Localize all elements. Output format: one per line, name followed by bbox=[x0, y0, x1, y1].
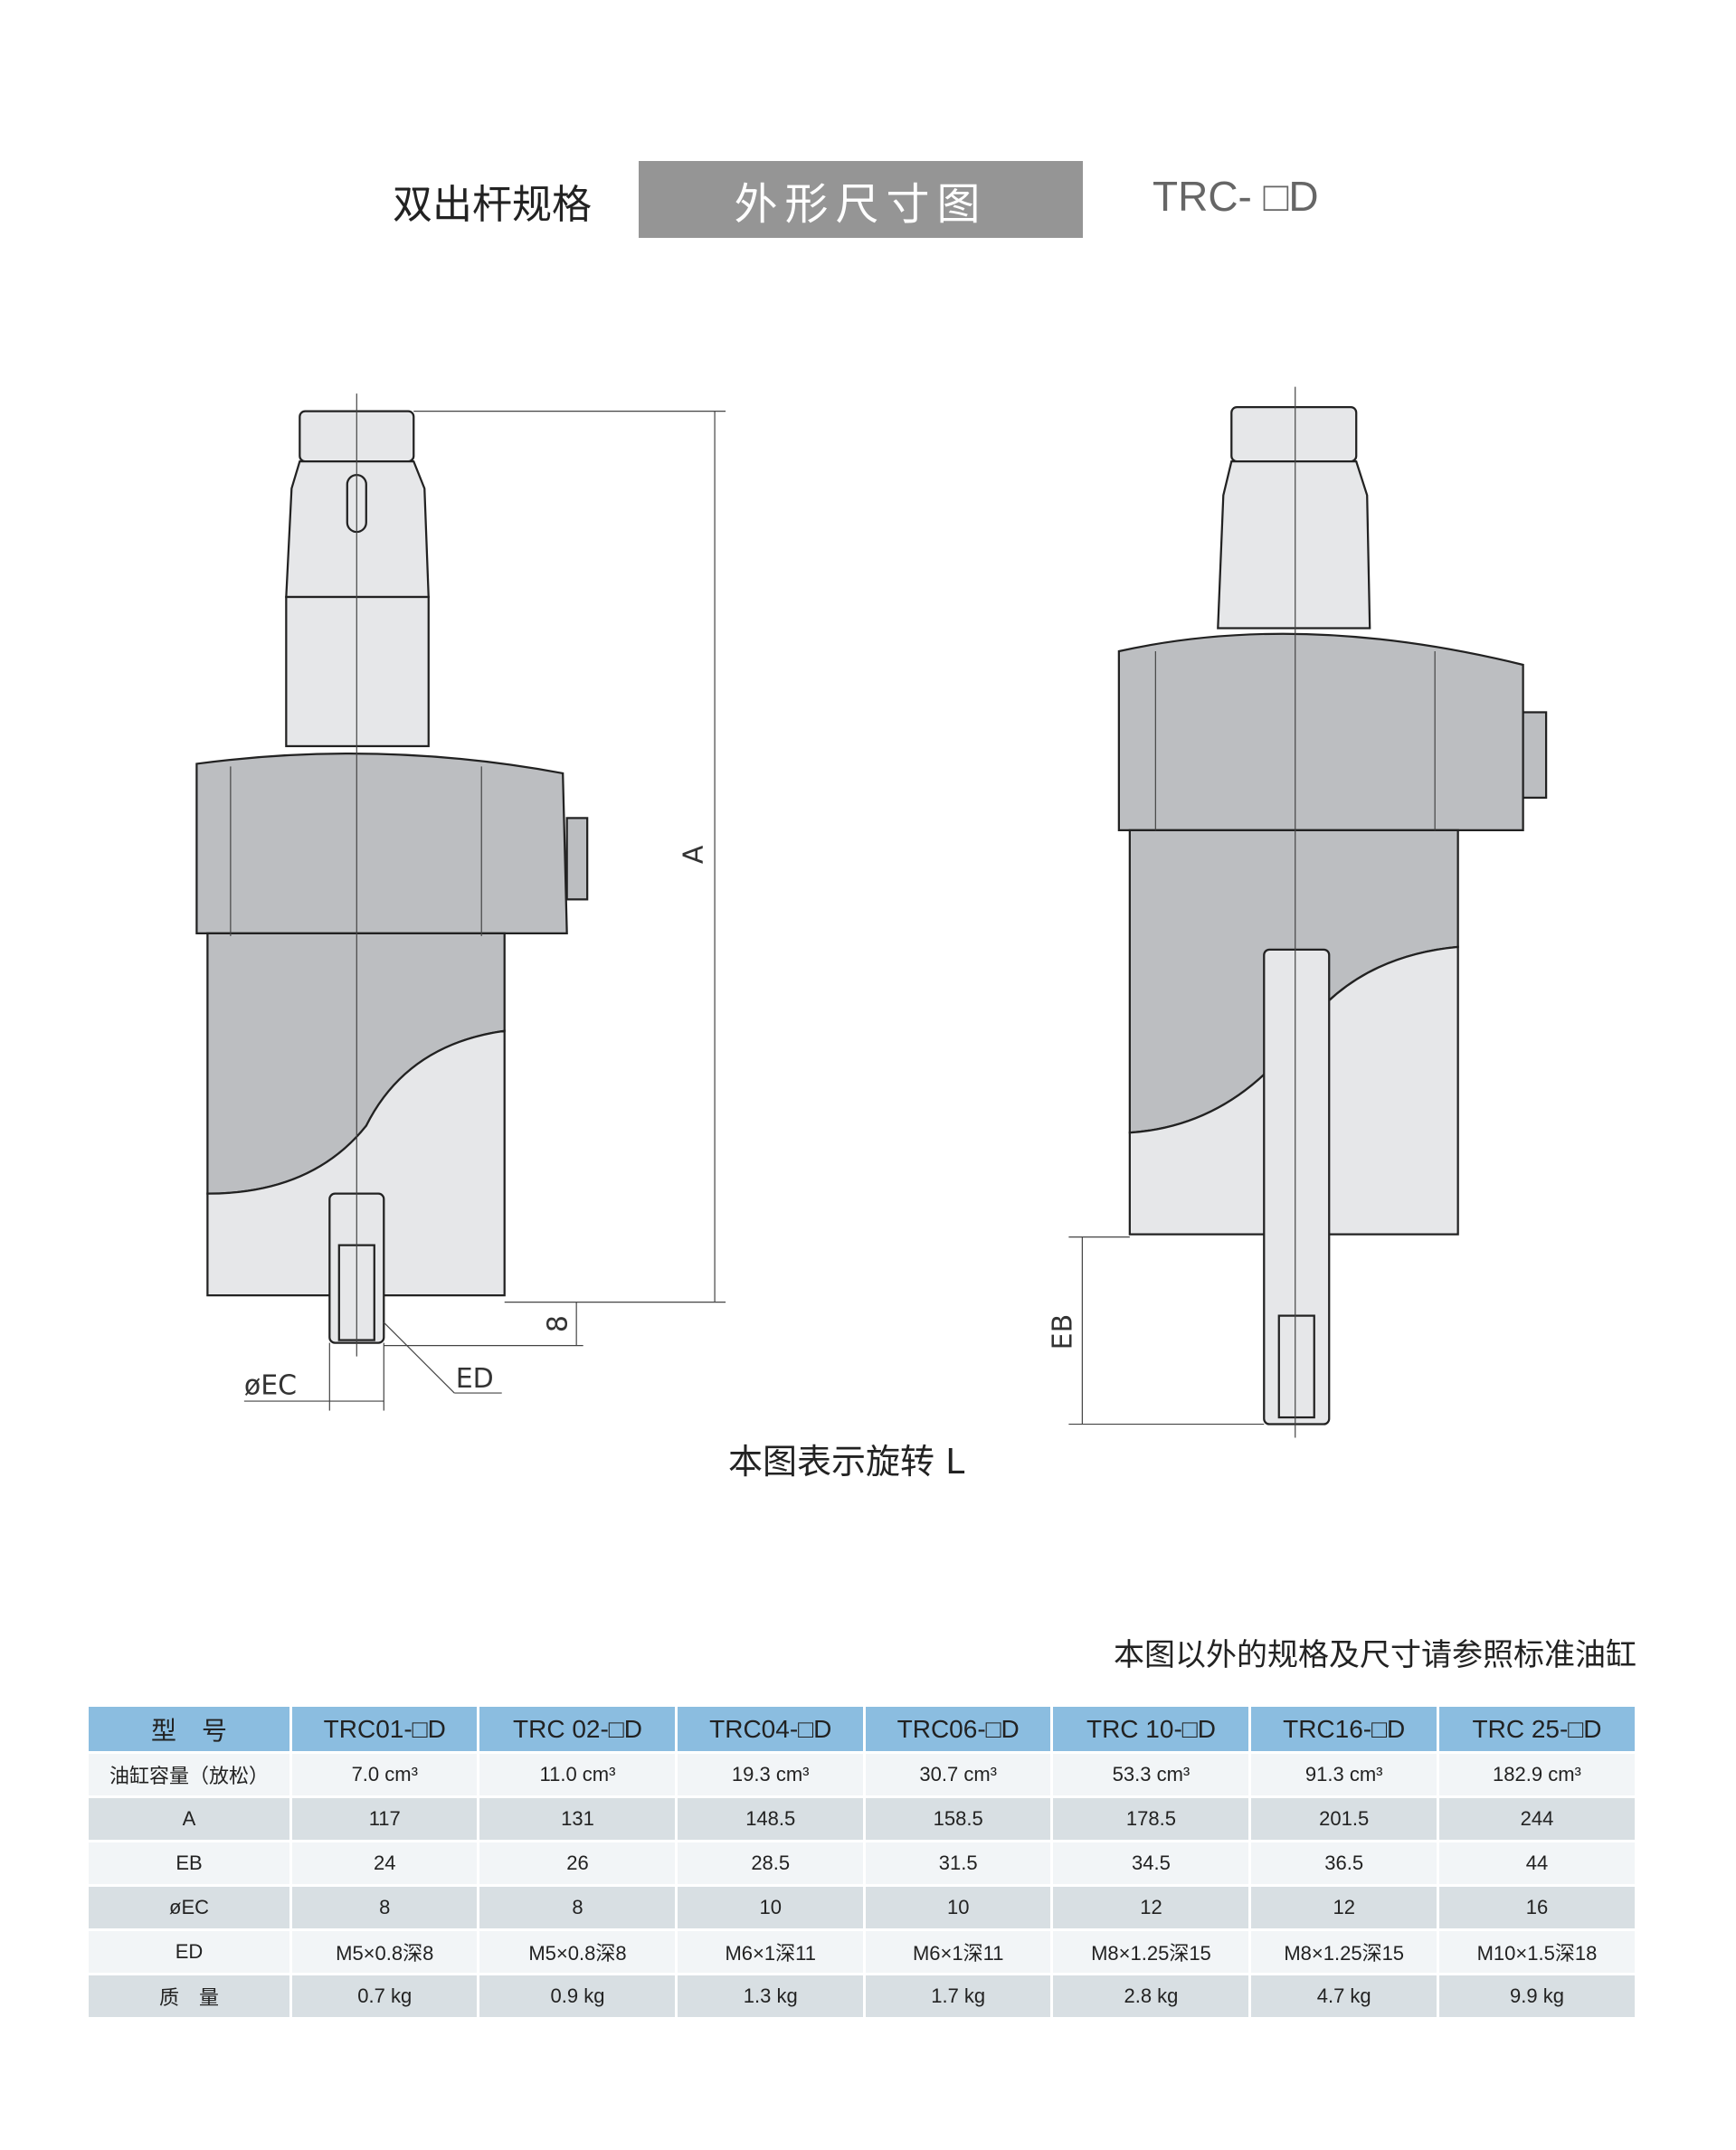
table-cell: 24 bbox=[290, 1841, 480, 1887]
table-cell: 44 bbox=[1437, 1841, 1638, 1887]
table-header-row: 型 号 TRC01-□D TRC 02-□D TRC04-□D TRC06-□D… bbox=[89, 1707, 1638, 1754]
table-cell: 8 bbox=[478, 1885, 678, 1931]
header-cell: TRC01-□D bbox=[290, 1707, 480, 1754]
header-cell: TRC04-□D bbox=[676, 1707, 866, 1754]
reference-note: 本图以外的规格及尺寸请参照标准油缸 bbox=[1114, 1637, 1636, 1673]
table-cell: 12 bbox=[1249, 1885, 1439, 1931]
table-cell: 2.8 kg bbox=[1051, 1974, 1252, 2020]
table-cell: 1.7 kg bbox=[864, 1974, 1054, 2020]
table-cell: 28.5 bbox=[676, 1841, 866, 1887]
table-cell: 26 bbox=[478, 1841, 678, 1887]
header-cell: TRC06-□D bbox=[864, 1707, 1054, 1754]
table-cell: 158.5 bbox=[864, 1796, 1054, 1842]
table-cell: 53.3 cm³ bbox=[1051, 1752, 1252, 1798]
row-label: A bbox=[89, 1796, 292, 1842]
row-label: EB bbox=[89, 1841, 292, 1887]
table-cell: 8 bbox=[290, 1885, 480, 1931]
table-cell: 12 bbox=[1051, 1885, 1252, 1931]
dim-eb-label: EB bbox=[1047, 1314, 1078, 1350]
table-cell: 91.3 cm³ bbox=[1249, 1752, 1439, 1798]
row-label: 油缸容量（放松） bbox=[89, 1752, 292, 1798]
table-cell: 244 bbox=[1437, 1796, 1638, 1842]
table-cell: 131 bbox=[478, 1796, 678, 1842]
drawing-caption: 本图表示旋转 L bbox=[728, 1442, 965, 1482]
table-cell: 10 bbox=[864, 1885, 1054, 1931]
table-cell: 4.7 kg bbox=[1249, 1974, 1439, 2020]
header-cell: TRC 10-□D bbox=[1051, 1707, 1252, 1754]
table-cell: M6×1深11 bbox=[676, 1929, 866, 1975]
dim-a-label: A bbox=[678, 845, 710, 864]
row-label: 质 量 bbox=[89, 1974, 292, 2020]
table-cell: 36.5 bbox=[1249, 1841, 1439, 1887]
table-cell: 7.0 cm³ bbox=[290, 1752, 480, 1798]
spec-table: 型 号 TRC01-□D TRC 02-□D TRC04-□D TRC06-□D… bbox=[89, 1707, 1638, 2020]
table-cell: M10×1.5深18 bbox=[1437, 1929, 1638, 1975]
table-cell: 0.9 kg bbox=[478, 1974, 678, 2020]
table-cell: 178.5 bbox=[1051, 1796, 1252, 1842]
spec-type-label: 双出杆规格 bbox=[393, 182, 592, 228]
table-cell: 31.5 bbox=[864, 1841, 1054, 1887]
table-cell: 117 bbox=[290, 1796, 480, 1842]
header-cell: 型 号 bbox=[89, 1707, 292, 1754]
table-cell: 10 bbox=[676, 1885, 866, 1931]
table-cell: 0.7 kg bbox=[290, 1974, 480, 2020]
table-cell: 1.3 kg bbox=[676, 1974, 866, 2020]
table-cell: M5×0.8深8 bbox=[478, 1929, 678, 1975]
row-label: øEC bbox=[89, 1885, 292, 1931]
table-cell: M6×1深11 bbox=[864, 1929, 1054, 1975]
table-cell: 16 bbox=[1437, 1885, 1638, 1931]
table-cell: 9.9 kg bbox=[1437, 1974, 1638, 2020]
table-cell: M5×0.8深8 bbox=[290, 1929, 480, 1975]
table-cell: 148.5 bbox=[676, 1796, 866, 1842]
row-label: ED bbox=[89, 1929, 292, 1975]
table-cell: 30.7 cm³ bbox=[864, 1752, 1054, 1798]
model-label: TRC- □D bbox=[1153, 173, 1319, 220]
table-cell: 34.5 bbox=[1051, 1841, 1252, 1887]
left-view: A 8 øEC ED bbox=[195, 393, 726, 1411]
dim-ed-label: ED bbox=[456, 1363, 494, 1395]
header-cell: TRC16-□D bbox=[1249, 1707, 1439, 1754]
table-cell: 11.0 cm³ bbox=[478, 1752, 678, 1798]
table-cell: 201.5 bbox=[1249, 1796, 1439, 1842]
dim-ec-label: øEC bbox=[244, 1370, 297, 1402]
dim-8-label: 8 bbox=[543, 1315, 574, 1332]
table-cell: 182.9 cm³ bbox=[1437, 1752, 1638, 1798]
table-cell: M8×1.25深15 bbox=[1051, 1929, 1252, 1975]
header-cell: TRC 02-□D bbox=[478, 1707, 678, 1754]
right-view: EB bbox=[1047, 386, 1548, 1438]
header-cell: TRC 25-□D bbox=[1437, 1707, 1638, 1754]
table-cell: 19.3 cm³ bbox=[676, 1752, 866, 1798]
table-cell: M8×1.25深15 bbox=[1249, 1929, 1439, 1975]
section-title: 外形尺寸图 bbox=[639, 161, 1083, 238]
